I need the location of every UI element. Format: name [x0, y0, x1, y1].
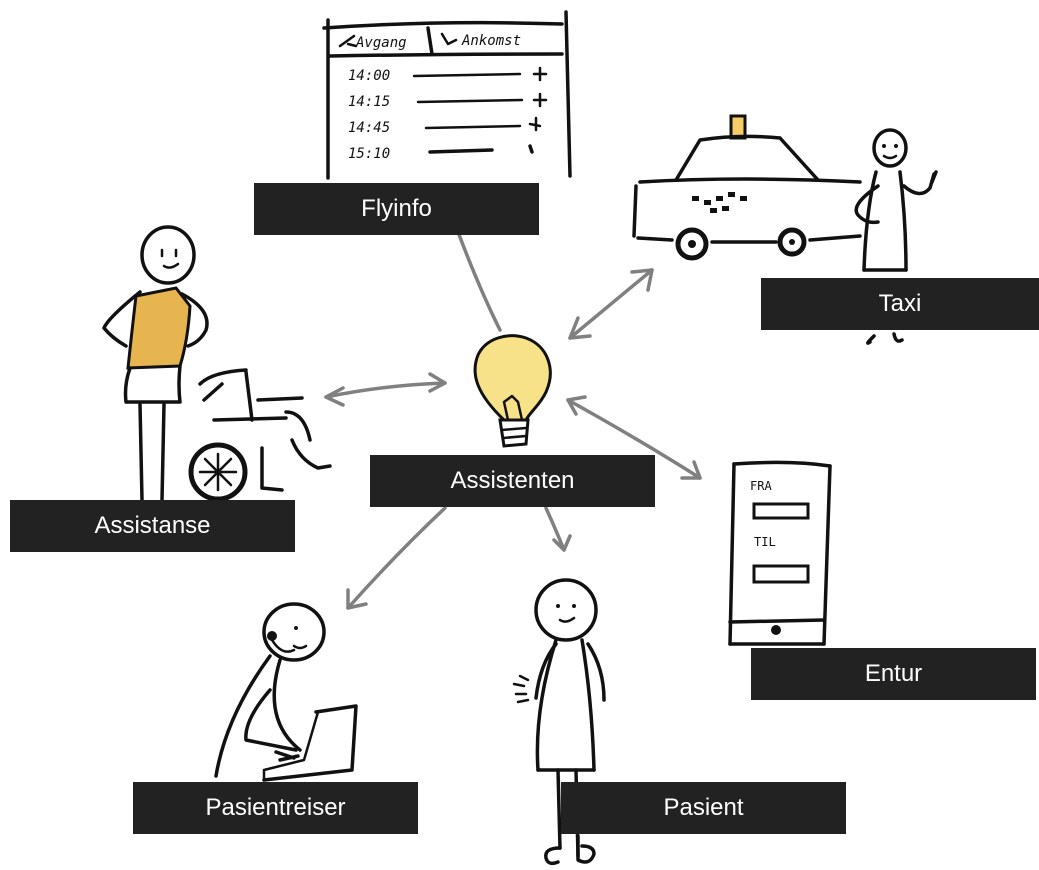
arrow-pasient [544, 506, 572, 552]
connections [324, 230, 702, 610]
pasient-illustration [512, 578, 606, 866]
lightbulb-icon [473, 334, 552, 448]
node-assistenten: Assistenten [370, 455, 655, 507]
arrow-taxi [568, 268, 654, 340]
node-entur: Entur [751, 648, 1036, 700]
node-taxi: Taxi [761, 278, 1039, 330]
phone-illustration: FRA TIL [728, 460, 832, 646]
taxi-driver-figure [854, 128, 938, 345]
phone-from-label: FRA [750, 479, 772, 493]
assistant-figure [102, 225, 209, 502]
board-time: 15:10 [348, 146, 390, 162]
taxi-checker-pattern [692, 192, 747, 213]
wheelchair-icon [188, 368, 332, 502]
wheel-icon [777, 227, 807, 257]
node-flyinfo: Flyinfo [254, 183, 539, 235]
board-time: 14:15 [348, 94, 390, 110]
flight-board-illustration: Avgang Ankomst 14:00 14:15 14:45 15:10 [322, 10, 572, 180]
board-arrivals-tab: Ankomst [461, 33, 521, 49]
phone-to-label: TIL [754, 535, 776, 549]
taxi-illustration [632, 114, 938, 345]
board-departures-tab: Avgang [355, 35, 407, 51]
pasientreiser-illustration [214, 602, 358, 782]
assistance-illustration [102, 225, 332, 502]
board-time: 14:00 [348, 68, 390, 84]
arrow-assistanse [324, 372, 447, 407]
board-time: 14:45 [348, 120, 390, 136]
node-assistanse: Assistanse [10, 500, 295, 552]
connector-flyinfo [456, 230, 502, 332]
phone-glow-icon [512, 674, 530, 704]
wheel-icon [675, 227, 709, 261]
arrow-entur [566, 395, 702, 480]
node-pasient: Pasient [561, 782, 846, 834]
arrow-pasientreiser [346, 506, 447, 610]
node-pasientreiser: Pasientreiser [133, 782, 418, 834]
